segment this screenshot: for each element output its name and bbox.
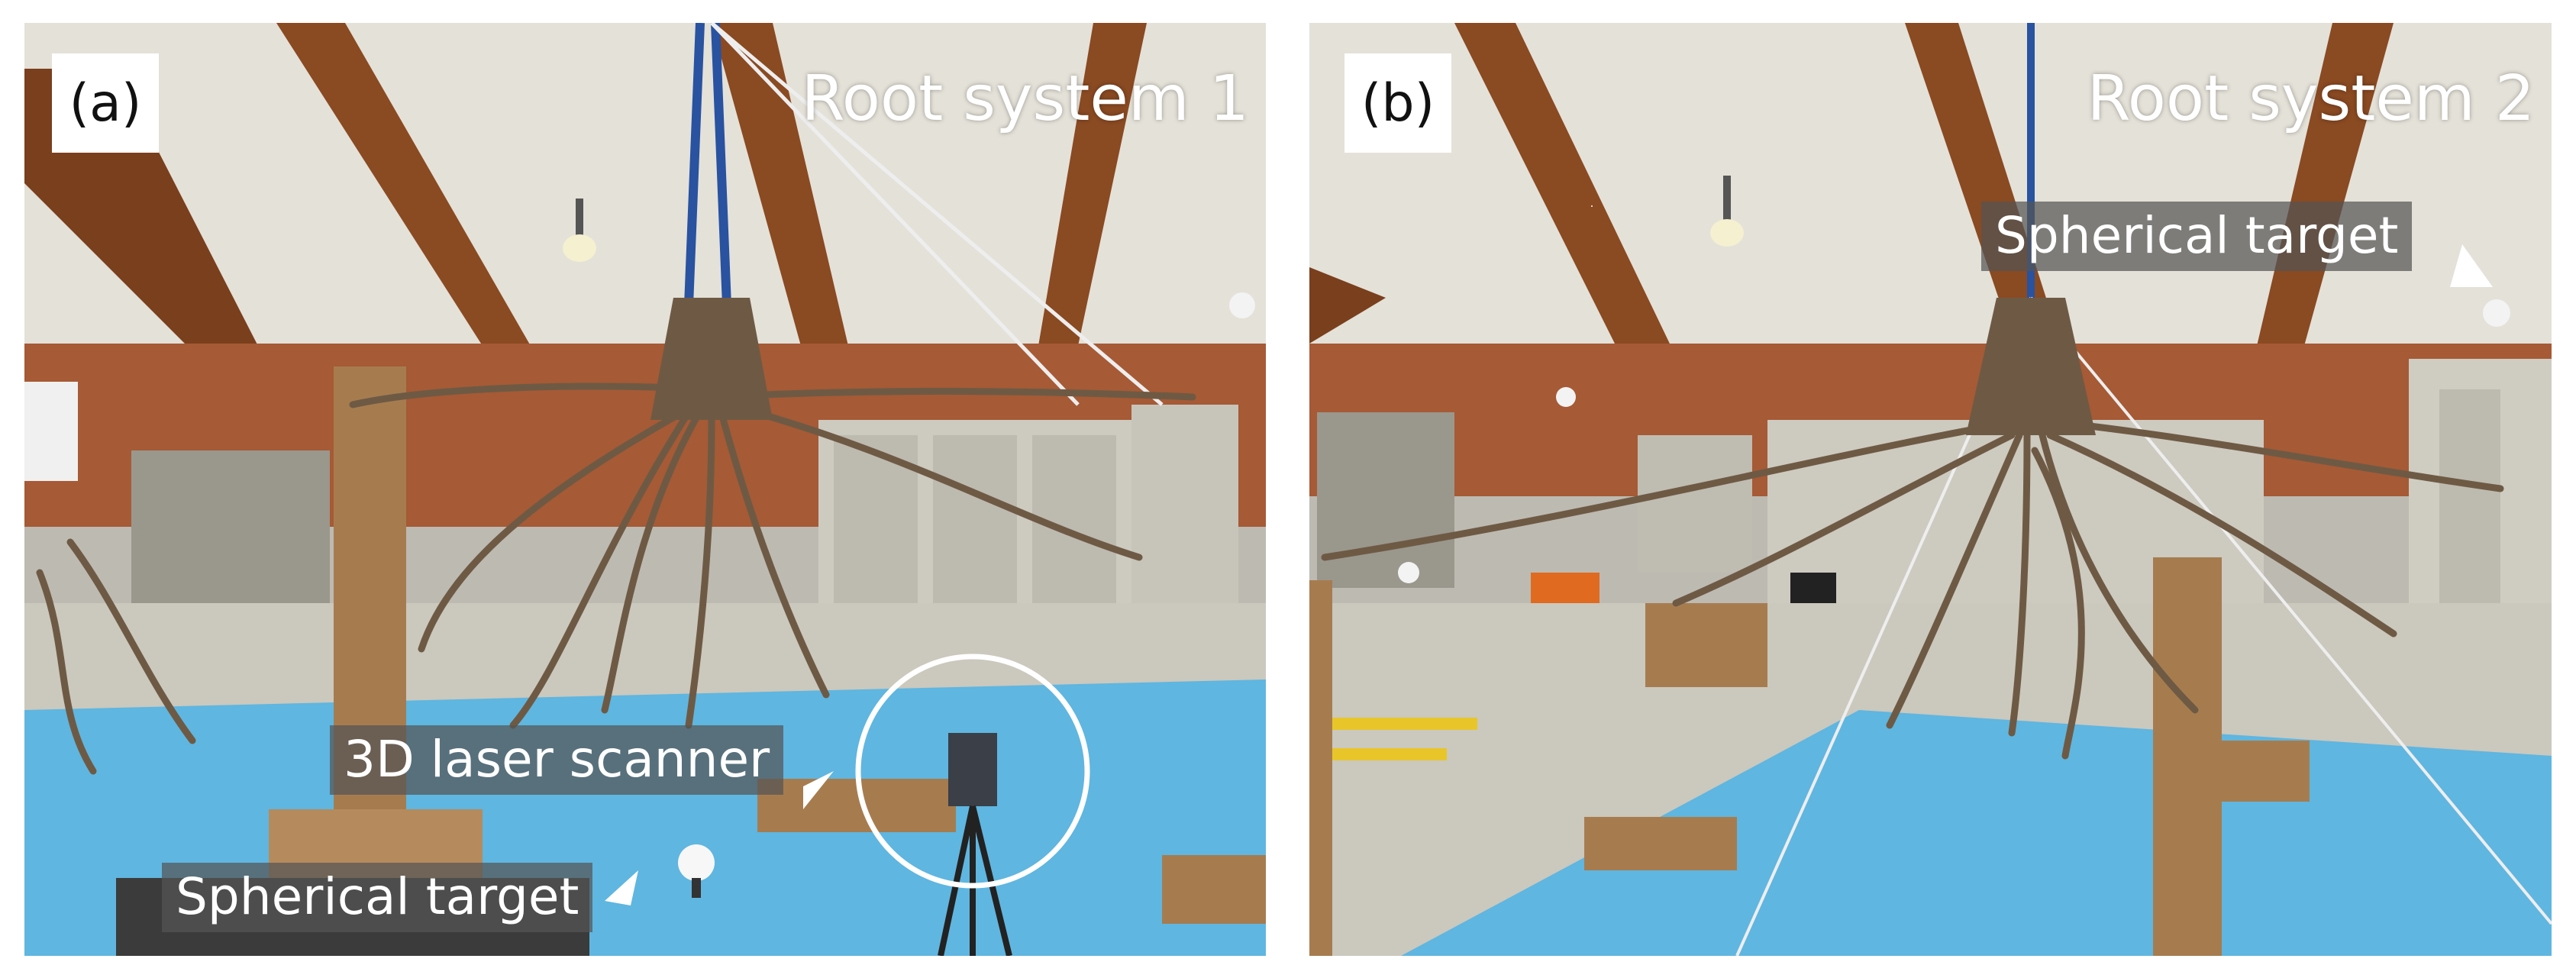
panel-title-b: Root system 2 — [2087, 63, 2535, 135]
panel-label-b: (b) — [1344, 53, 1451, 153]
panel-title-a: Root system 1 — [801, 63, 1249, 135]
photo-panel-a: (a) Root system 1 3D laser scanner Spher… — [24, 23, 1266, 956]
panel-label-a: (a) — [52, 53, 159, 153]
scene-illustration-a — [24, 23, 1266, 956]
callout-laser-scanner: 3D laser scanner — [330, 725, 784, 795]
callout-spherical-target-a: Spherical target — [162, 863, 593, 932]
arrow-icon — [605, 870, 638, 905]
callout-spherical-target-b: Spherical target — [1981, 202, 2413, 271]
arrow-icon — [803, 771, 834, 809]
photo-panel-b: (b) Root system 2 Spherical target — [1309, 23, 2552, 956]
scene-illustration-b — [1309, 23, 2552, 956]
arrow-icon — [2450, 244, 2493, 287]
